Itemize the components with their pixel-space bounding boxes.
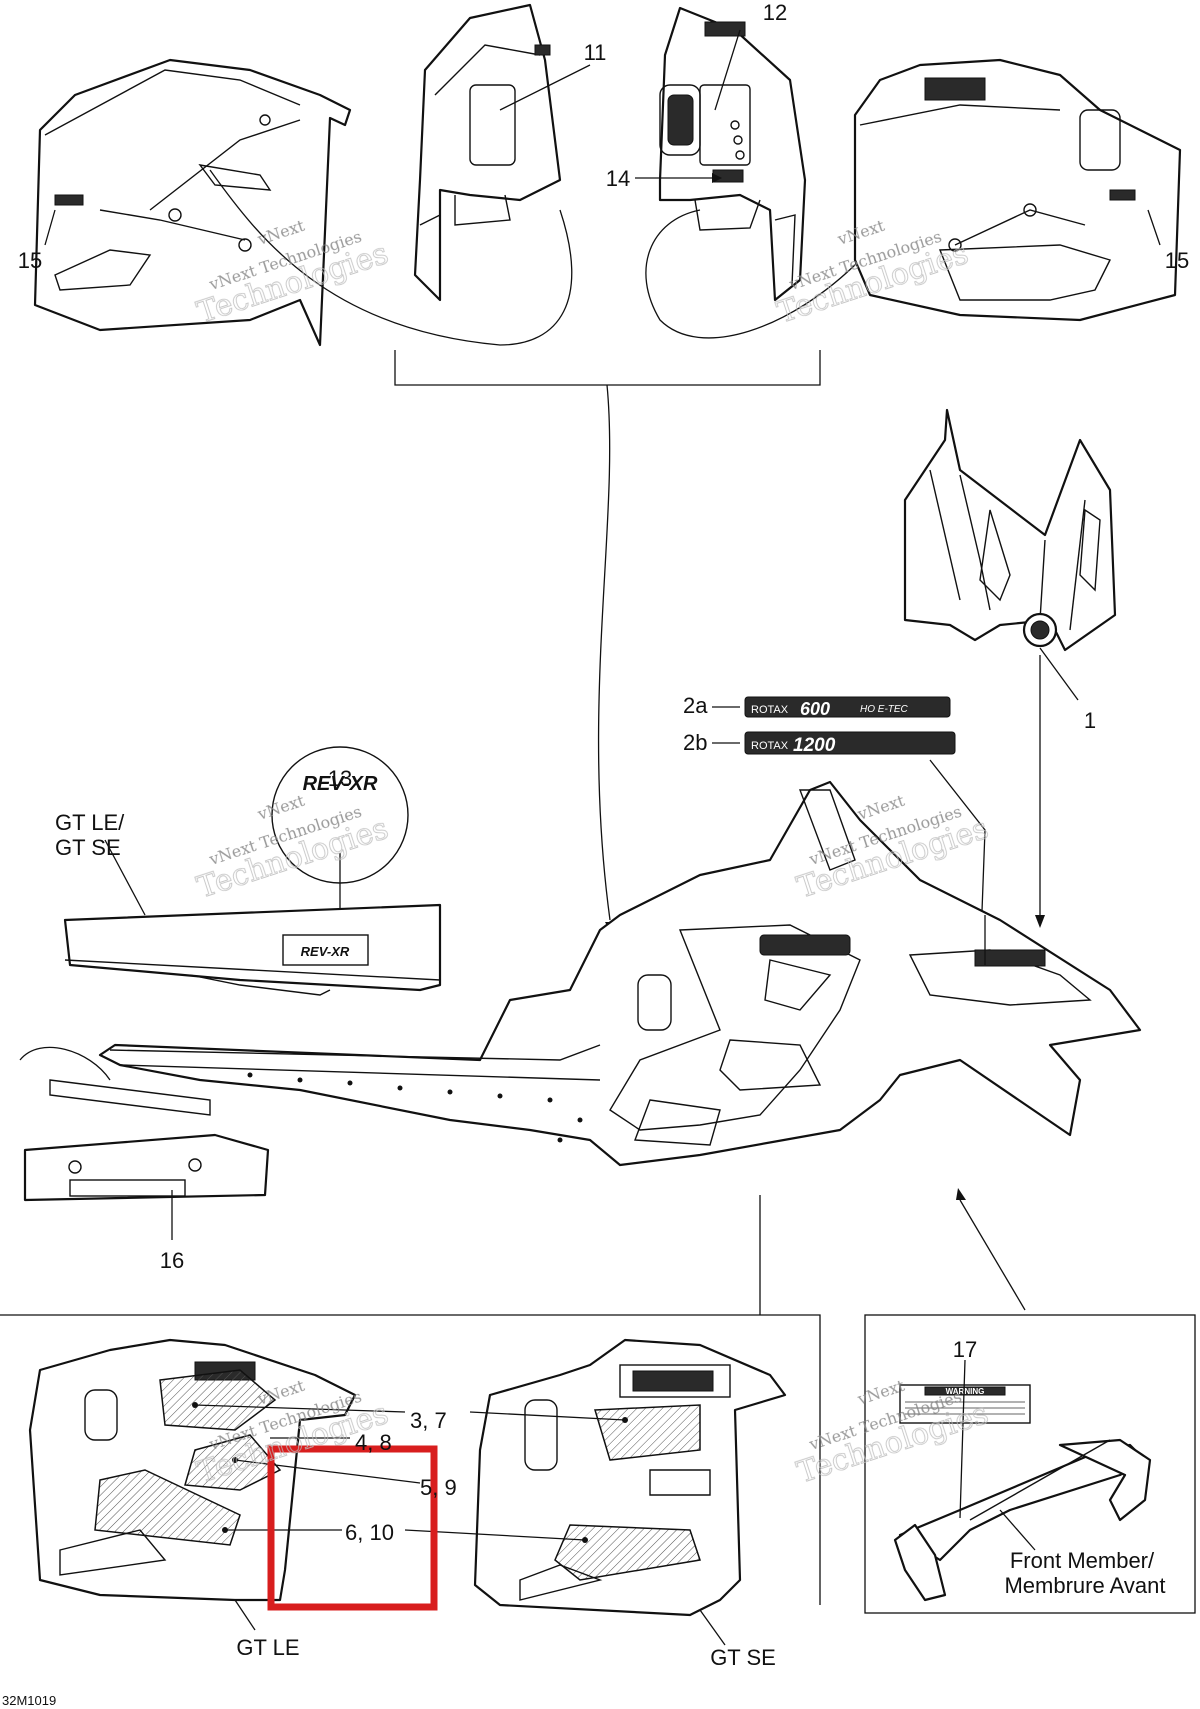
rotax600-brand: ROTAX [751,704,789,716]
callout-2b: 2b [683,730,707,755]
callout-16: 16 [160,1248,184,1273]
rotax1200-model: 1200 [793,735,836,756]
lower-models-box [0,1314,821,1605]
label-gt-le: GT LE [236,1635,299,1660]
callout-5-9: 5, 9 [420,1475,457,1500]
side-panel-top-right [853,58,1182,322]
callout-6-10: 6, 10 [345,1520,394,1545]
rev-xr-badge: REV-XR [303,773,378,795]
callout-leaders [44,29,1161,246]
rev-xr-decal: REV-XR [301,944,350,959]
hood [903,408,1117,928]
callout-4-8: 4, 8 [355,1430,392,1455]
tunnel-rivets [247,1072,583,1143]
callout-14: 14 [606,166,630,191]
front-member-box [864,1314,1196,1614]
rotax1200-brand: ROTAX [751,740,789,752]
side-panel-top-center-right [645,6,941,339]
gt-le-panel [28,1338,421,1631]
rotax600-suffix: HO E-TEC [860,704,909,715]
callout-2a: 2a [683,693,708,718]
callout-3-7: 3, 7 [410,1408,447,1433]
figure-code: 32M1019 [2,1693,56,1708]
side-panel-top-center-left [413,3,562,302]
side-panel-top-left [33,58,573,347]
leader-member [959,1199,1026,1311]
callout-11: 11 [584,40,607,65]
callout-15-right: 15 [1165,248,1189,273]
highlight-box [267,1445,438,1611]
front-member-label-line1: Front Member/ [1010,1548,1155,1573]
callout-15-left: 15 [18,248,42,273]
callout-17: 17 [953,1337,977,1362]
label-gt-le-se-line2: GT SE [55,835,121,860]
callout-1: 1 [1084,708,1096,733]
rotax-decals: ROTAX 600 HO E-TEC ROTAX 1200 [712,696,986,966]
label-gt-se: GT SE [710,1645,776,1670]
watermarks: vNext vNext Technologies Technologies vN… [192,216,993,1491]
callout-12: 12 [763,0,787,25]
svg-text:vNext: vNext [254,791,307,824]
gt-se-panel [404,1338,787,1646]
group-bracket [394,350,821,921]
warning-label: WARNING [946,1387,985,1396]
sled-body [19,780,1142,1167]
tunnel-detail: REV-XR REV-XR [63,746,442,996]
front-member: WARNING [893,1359,1152,1602]
label-gt-le-se-line1: GT LE/ [55,810,125,835]
front-member-label-line2: Membrure Avant [1004,1573,1165,1598]
rear-flap [23,1133,270,1240]
callout-13: 13 [328,766,352,791]
rotax600-model: 600 [800,699,830,719]
svg-text:vNext: vNext [854,791,907,824]
